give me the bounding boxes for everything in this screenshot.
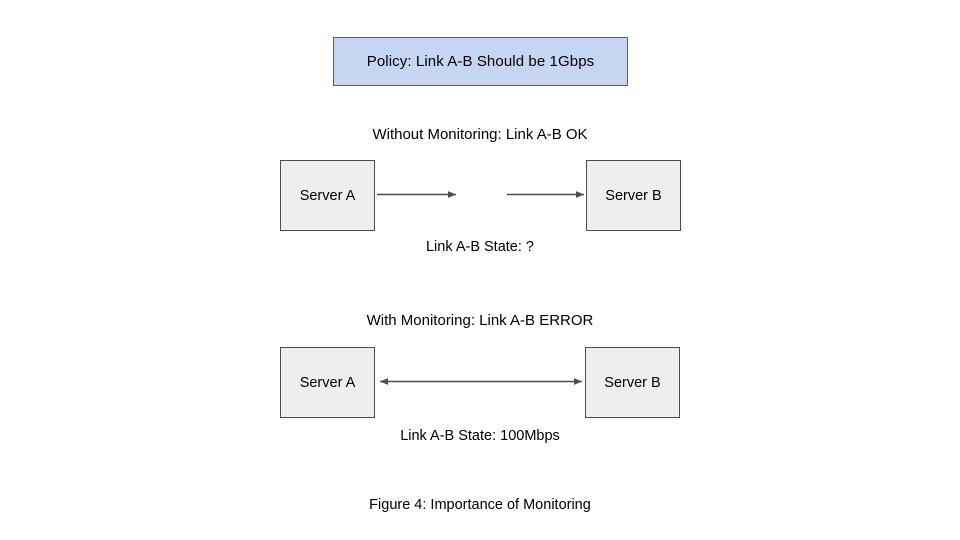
link-state-caption-top: Link A-B State: ? [425, 239, 534, 255]
node-label: Server A [299, 374, 356, 391]
node-server-a-bottom: Server A [280, 347, 375, 418]
node-server-a-top: Server A [280, 160, 375, 231]
figure-caption: Figure 4: Importance of Monitoring [369, 497, 591, 513]
node-label: Server A [299, 187, 356, 204]
scenario-heading-with-monitoring: With Monitoring: Link A-B ERROR [366, 312, 594, 329]
node-server-b-top: Server B [586, 160, 681, 231]
policy-banner: Policy: Link A-B Should be 1Gbps [333, 37, 628, 86]
node-label: Server B [604, 374, 661, 391]
link-state-caption-bottom: Link A-B State: 100Mbps [400, 428, 560, 444]
node-server-b-bottom: Server B [585, 347, 680, 418]
node-label: Server B [605, 187, 662, 204]
policy-banner-label: Policy: Link A-B Should be 1Gbps [366, 53, 595, 70]
scenario-heading-without-monitoring: Without Monitoring: Link A-B OK [372, 126, 588, 143]
